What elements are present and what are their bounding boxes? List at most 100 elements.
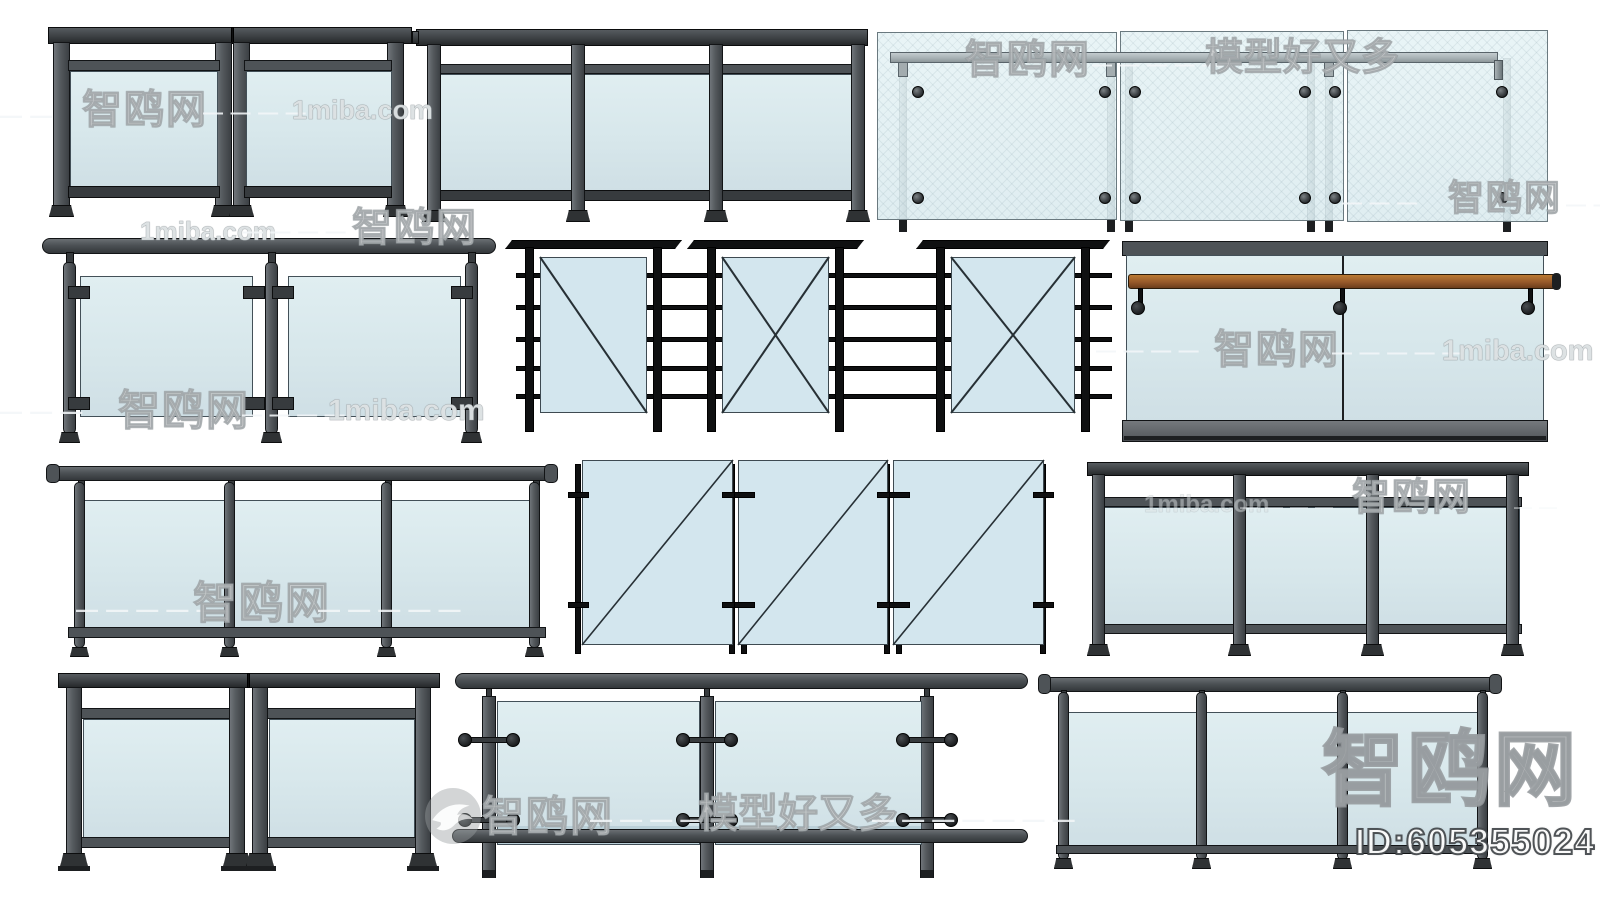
sub-rail	[68, 60, 220, 71]
bottom-rail	[68, 627, 546, 638]
standoff-bolt	[1299, 192, 1311, 204]
top-cap-joint	[247, 673, 250, 688]
top-cap-joint	[231, 27, 234, 44]
handrail	[455, 673, 1028, 689]
standoff-bolt	[1496, 192, 1508, 204]
standoff-bolt	[912, 86, 924, 98]
foot	[1361, 644, 1384, 656]
standoff-bolt	[1329, 192, 1341, 204]
post	[1092, 474, 1105, 646]
top-cap	[1087, 462, 1529, 476]
foot	[59, 432, 80, 443]
watermark-dashes: — —	[0, 103, 54, 128]
foot	[261, 432, 282, 443]
foot	[1228, 644, 1251, 656]
post	[1477, 692, 1488, 860]
glass-panel	[1100, 507, 1520, 627]
glass-clamp	[243, 286, 265, 299]
post	[571, 44, 585, 212]
sub-rail	[244, 60, 392, 71]
glass-clamp	[889, 602, 910, 608]
foot	[377, 647, 396, 657]
foot	[846, 210, 870, 222]
post-foot	[701, 870, 713, 878]
standoff-bolt	[1099, 192, 1111, 204]
glass-clamp	[734, 602, 755, 608]
lower-rail	[452, 829, 1028, 843]
post	[920, 696, 934, 878]
rail-bracket	[1324, 62, 1334, 77]
foot-plate	[221, 866, 253, 871]
top-cap	[1122, 241, 1548, 256]
glass-clamp	[1033, 602, 1054, 608]
bracket-knob	[1131, 301, 1145, 315]
glass-panel	[288, 276, 461, 417]
post	[936, 247, 945, 432]
rail-bracket	[1106, 62, 1116, 77]
standoff-bolt	[724, 733, 738, 747]
post	[851, 44, 865, 212]
standoff-bolt	[1129, 192, 1141, 204]
post	[653, 247, 662, 432]
glass-clamp	[734, 492, 755, 498]
glass-diagonal-brace	[950, 256, 1076, 414]
foot	[1501, 644, 1524, 656]
standoff-bolt	[1099, 86, 1111, 98]
post-foot	[1107, 220, 1115, 232]
post	[709, 44, 723, 212]
sub-rail	[80, 708, 232, 719]
handrail-end-cap	[544, 464, 558, 483]
foot	[1087, 644, 1110, 656]
wood-handrail-end	[1552, 273, 1561, 290]
post	[1058, 692, 1069, 860]
handrail-end-cap	[46, 464, 60, 483]
bottom-base-edge	[1124, 436, 1546, 440]
glass-clamp	[243, 397, 265, 410]
glass-clamp	[1033, 492, 1054, 498]
watermark-dashes: — —	[1566, 194, 1600, 216]
standoff-bolt	[458, 733, 472, 747]
foot	[422, 210, 446, 222]
foot	[383, 205, 408, 217]
standoff-bolt	[676, 813, 690, 827]
post	[1506, 474, 1519, 646]
glass-panel	[497, 701, 700, 845]
standoff-bolt	[506, 813, 520, 827]
glass-panel	[80, 276, 253, 417]
foot-plate	[407, 866, 439, 871]
standoff-bolt	[912, 192, 924, 204]
glass-clamp	[889, 492, 910, 498]
wood-handrail	[1128, 274, 1556, 289]
post	[252, 687, 268, 855]
post	[1366, 474, 1379, 646]
glass-clamp	[272, 397, 294, 410]
glass-panel	[269, 719, 415, 839]
handrail-end-cap	[1489, 674, 1502, 694]
post	[229, 687, 245, 855]
bracket-knob	[1521, 301, 1535, 315]
foot	[229, 205, 254, 217]
foot	[704, 210, 728, 222]
standoff-bolt	[896, 733, 910, 747]
top-cap-end	[412, 31, 419, 44]
top-cap	[416, 29, 868, 46]
handrail-end-cap	[1038, 674, 1051, 694]
glass-panel	[715, 701, 922, 845]
post	[1233, 474, 1246, 646]
handrail	[890, 52, 1498, 63]
post	[1196, 692, 1207, 860]
post-foot	[899, 220, 907, 232]
foot-plate	[244, 866, 276, 871]
foot	[1192, 858, 1211, 869]
glass-diagonal-brace	[581, 459, 734, 646]
foot	[461, 432, 482, 443]
bottom-rail	[244, 186, 392, 198]
bottom-rail	[80, 837, 232, 848]
glass-panel	[70, 71, 218, 187]
post	[575, 464, 581, 654]
post	[482, 696, 496, 878]
glass-clamp	[68, 397, 90, 410]
post-foot	[483, 870, 495, 878]
bottom-rail	[68, 186, 220, 198]
standoff-bolt	[896, 813, 910, 827]
